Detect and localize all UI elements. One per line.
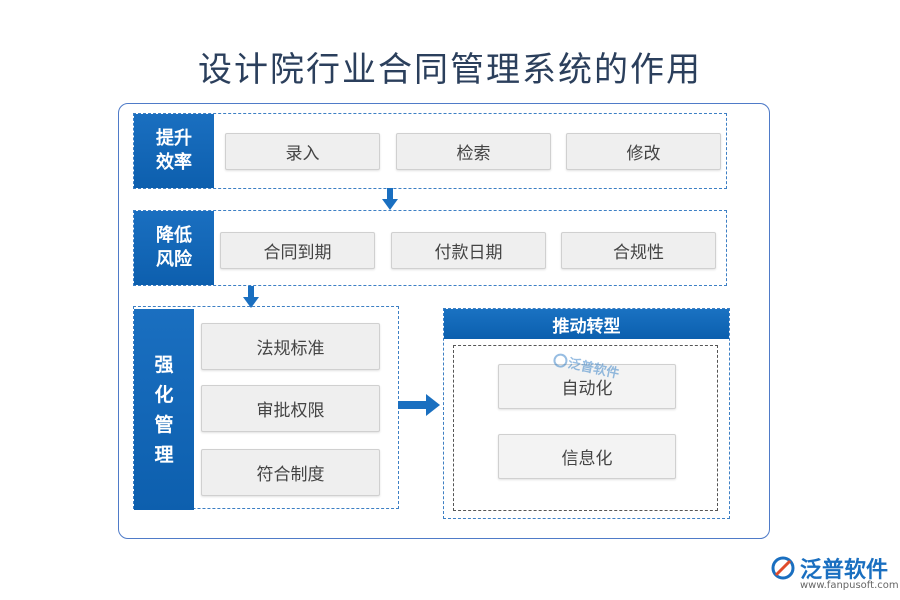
section-efficiency-label-line1: 提升: [156, 128, 192, 149]
section-efficiency-label-line2: 效率: [156, 152, 192, 173]
item-contract-expiry: 合同到期: [220, 232, 375, 269]
item-entry: 录入: [225, 133, 380, 170]
item-informatization: 信息化: [498, 434, 676, 479]
section-risk-label: 降低 风险: [134, 211, 214, 285]
section-efficiency: [133, 113, 727, 189]
item-modify: 修改: [566, 133, 721, 170]
fanpu-watermark-icon: [553, 353, 568, 368]
section-management-label: 强 化 管 理: [134, 309, 194, 510]
item-compliance: 合规性: [561, 232, 716, 269]
arrow-down-icon: [243, 286, 259, 308]
item-regulation-standard: 法规标准: [201, 323, 380, 370]
transformation-inner: [453, 345, 718, 511]
brand-url: www.fanpusoft.com: [800, 580, 899, 591]
section-risk: [133, 210, 727, 286]
item-search: 检索: [396, 133, 551, 170]
item-approval-authority: 审批权限: [201, 385, 380, 432]
arrow-right-icon: [398, 394, 440, 416]
section-management-label-char3: 管: [154, 413, 174, 436]
section-management-label-char2: 化: [154, 383, 174, 406]
arrow-down-icon: [382, 188, 398, 210]
transformation-header: 推动转型: [444, 309, 729, 339]
section-risk-label-line2: 风险: [156, 249, 192, 270]
watermark: 泛普软件: [551, 349, 621, 382]
section-risk-label-line1: 降低: [156, 225, 192, 246]
brand-logo: 泛普软件: [770, 552, 888, 584]
section-management-label-char4: 理: [154, 443, 174, 466]
section-efficiency-label: 提升 效率: [134, 114, 214, 188]
section-transformation: [443, 308, 730, 519]
item-payment-date: 付款日期: [391, 232, 546, 269]
item-system-compliance: 符合制度: [201, 449, 380, 496]
fanpu-logo-icon: [771, 556, 795, 580]
page-title: 设计院行业合同管理系统的作用: [198, 50, 702, 90]
section-management-label-char1: 强: [154, 353, 174, 376]
item-automation: 自动化: [498, 364, 676, 409]
brand-name: 泛普软件: [800, 558, 889, 583]
